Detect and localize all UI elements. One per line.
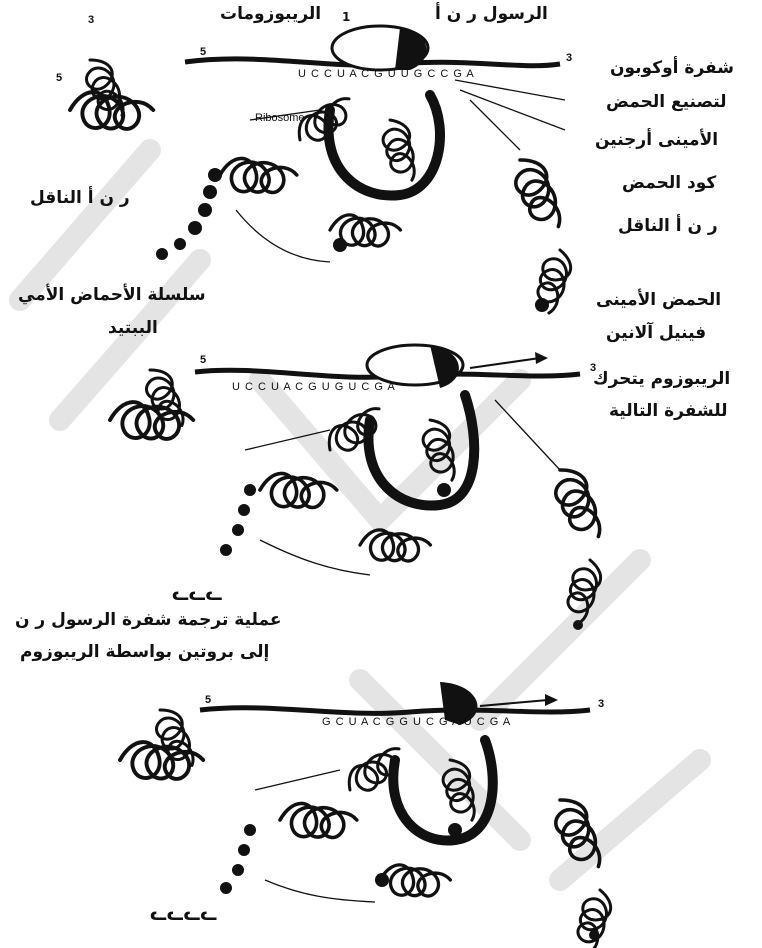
process-label-line1: عملية ترجمة شفرة الرسول ر ن	[15, 610, 281, 631]
moves-label-line2: للشفرة التالية	[609, 401, 728, 422]
three-prime-left-trna: 3	[88, 14, 94, 28]
svg-text:ᓚᓚᓚᓚ: ᓚᓚᓚᓚ	[150, 904, 217, 925]
svg-text:ᓚᓚᓚ: ᓚᓚᓚ	[172, 584, 223, 605]
three-prime-3: 3	[598, 698, 604, 712]
arginine-label: الأمينى أرجنين	[595, 130, 718, 151]
number-label: 1	[342, 10, 350, 25]
codons-mid: U C C U A C G U G U C G A	[232, 381, 396, 395]
mrna-label: الرسول ر ن أ	[435, 4, 548, 25]
process-label-line2: إلى بروتين بواسطة الريبوزوم	[20, 642, 269, 663]
ribosome-small-label: Ribosome	[255, 112, 305, 126]
three-prime-1: 3	[566, 52, 572, 66]
codons-bottom: G C U A C G G U C G A U C G A	[322, 716, 511, 730]
trna-right-label: ر ن أ الناقل	[618, 216, 718, 237]
three-prime-2: 3	[590, 362, 596, 376]
chain-label-line1: سلسلة الأحماض الأمي	[18, 285, 206, 306]
trna-left-label: ر ن أ الناقل	[30, 188, 130, 209]
five-prime-2: 5	[200, 354, 206, 368]
codon-label-line2: لتصنيع الحمض	[606, 92, 727, 113]
amino-label-line1: الحمض الأمينى	[596, 290, 721, 311]
five-prime-1: 5	[200, 46, 206, 60]
anticodon-label: كود الحمض	[622, 173, 716, 194]
moves-label-line1: الريبوزوم يتحرك	[593, 369, 730, 390]
codons-top: U C C U A C G U U G C C G A	[298, 68, 475, 82]
codon-label-line1: شفرة أوكوبون	[610, 58, 734, 79]
amino-label-line2: فينيل آلانين	[606, 323, 706, 344]
five-prime-3: 5	[205, 694, 211, 708]
five-prime-left-trna: 5	[56, 72, 62, 86]
ribosomes-label: الريبوزومات	[220, 4, 321, 25]
chain-label-line2: الببتيد	[108, 318, 158, 339]
